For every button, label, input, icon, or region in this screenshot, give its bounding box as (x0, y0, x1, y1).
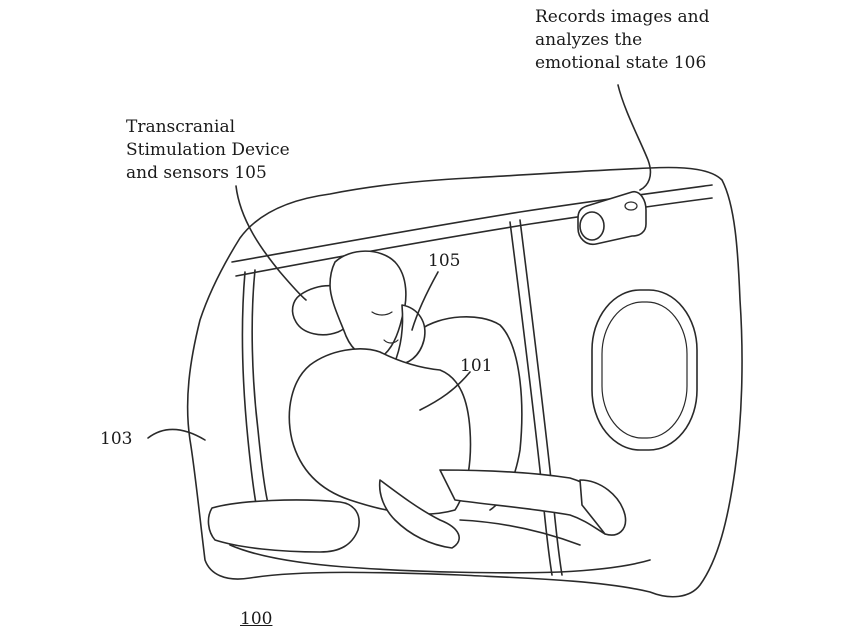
cabin-window (591, 289, 698, 451)
seat-cushion (229, 544, 651, 574)
device-label-line-2: Stimulation Device (126, 140, 290, 160)
seat-belt (459, 519, 581, 546)
cabin-window-inner (601, 301, 688, 439)
passenger-lap (378, 479, 460, 549)
wall-seam-2 (519, 219, 563, 576)
camera-label: Records images and analyzes the emotiona… (535, 6, 709, 75)
passenger-mouth (383, 339, 399, 344)
camera-label-line-1: Records images and (535, 7, 710, 27)
figure-number: 100 (240, 609, 273, 629)
leader-camera (617, 84, 652, 191)
seat-back (251, 269, 271, 511)
seat-back-edge (241, 271, 259, 516)
neck-device (393, 304, 426, 365)
ref-101-label: 101 (460, 356, 493, 376)
cabin-outline (186, 166, 743, 598)
device-label-line-3: and sensors 105 (126, 163, 267, 183)
leader-device (235, 185, 307, 301)
device-label-line-1: Transcranial (126, 117, 236, 137)
ceiling-band (231, 184, 713, 263)
ref-103-label: 103 (100, 429, 133, 449)
ceiling-band-lower (235, 197, 713, 277)
leader-101 (419, 371, 471, 411)
ref-105-label: 105 (428, 251, 461, 271)
camera-label-line-2: analyzes the (535, 30, 643, 50)
passenger-face (371, 311, 393, 316)
camera-device (577, 190, 647, 246)
leader-103 (147, 428, 206, 441)
armrest (207, 499, 360, 553)
passenger-hand (579, 479, 627, 536)
leader-105 (411, 271, 439, 331)
wall-seam-1 (509, 221, 553, 576)
camera-label-line-3: emotional state 106 (535, 53, 707, 73)
device-label: Transcranial Stimulation Device and sens… (126, 116, 290, 185)
